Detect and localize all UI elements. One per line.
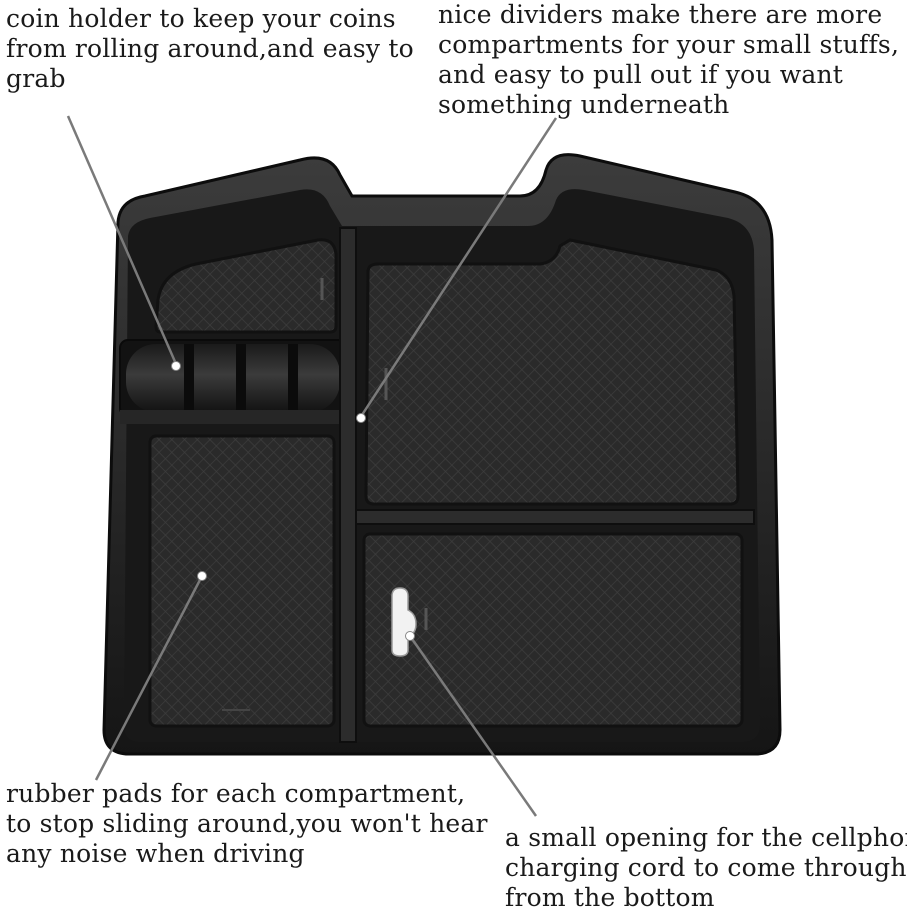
pointer-coin-holder — [66, 115, 178, 365]
caption-line: and easy to pull out if you want — [438, 60, 844, 89]
caption-line: from rolling around,and easy to — [6, 34, 414, 63]
charging-cord-opening — [391, 587, 417, 657]
coin-holder — [119, 339, 347, 424]
vertical-divider — [339, 227, 357, 743]
pointer-opening — [408, 635, 538, 817]
rubber-pad-top-left — [154, 238, 338, 334]
caption-line: to stop sliding around,you won't hear — [6, 809, 488, 838]
caption-line: coin holder to keep your coins — [6, 4, 396, 33]
caption-rubber-pads: rubber pads for each compartment, to sto… — [6, 779, 488, 869]
pointer-dividers — [358, 117, 558, 419]
pointer-lines — [66, 115, 558, 817]
caption-charging-opening: a small opening for the cellphone chargi… — [505, 823, 907, 913]
caption-line: any noise when driving — [6, 839, 305, 868]
rubber-pad-bottom-left — [148, 434, 336, 728]
caption-coin-holder: coin holder to keep your coins from roll… — [6, 4, 414, 94]
caption-line: grab — [6, 64, 66, 93]
pointer-dots — [171, 361, 415, 641]
caption-line: nice dividers make there are more — [438, 0, 883, 29]
caption-line: compartments for your small stuffs, — [438, 30, 900, 59]
caption-line: charging cord to come through — [505, 853, 907, 882]
caption-line: rubber pads for each compartment, — [6, 779, 466, 808]
rubber-pad-top-right — [364, 238, 740, 506]
caption-dividers: nice dividers make there are more compar… — [438, 0, 899, 120]
caption-line: from the bottom — [505, 883, 715, 912]
caption-line: a small opening for the cellphone — [505, 823, 907, 852]
pointer-rubber-pads — [94, 575, 204, 781]
rubber-pad-bottom-right — [362, 532, 744, 728]
horizontal-divider — [355, 509, 755, 525]
caption-line: something underneath — [438, 90, 730, 119]
